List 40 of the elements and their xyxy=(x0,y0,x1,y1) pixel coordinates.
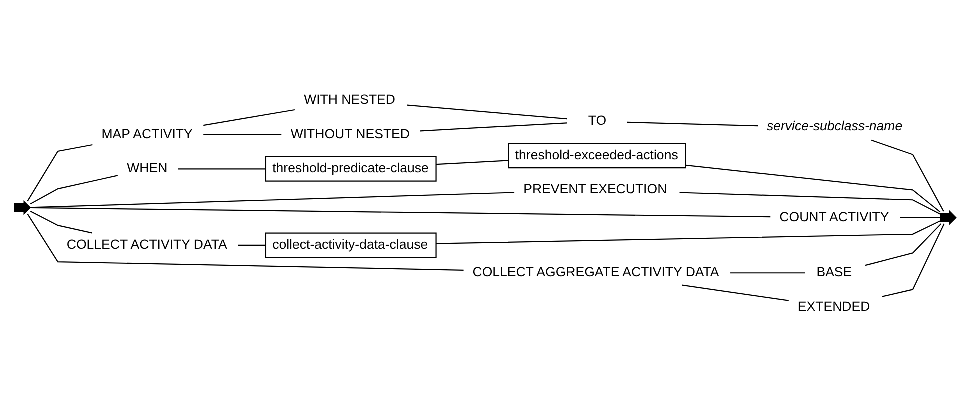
connector xyxy=(238,244,266,246)
node-arrow xyxy=(940,210,956,226)
connector xyxy=(900,217,940,218)
connector xyxy=(682,284,788,302)
connector xyxy=(871,140,944,212)
connector xyxy=(203,134,282,136)
connector xyxy=(30,175,118,205)
node-text: PREVENT EXECUTION xyxy=(523,182,667,197)
connector xyxy=(882,224,944,298)
connector xyxy=(864,224,942,266)
node-text: BASE xyxy=(816,264,852,280)
node-text: WHEN xyxy=(126,160,168,176)
connector xyxy=(420,122,567,132)
node-text: COLLECT ACTIVITY DATA xyxy=(66,236,227,252)
node-text: TO xyxy=(588,113,606,128)
connector xyxy=(626,122,758,127)
node-box: collect-activity-data-clause xyxy=(264,232,436,258)
node-text: COLLECT AGGREGATE ACTIVITY DATA xyxy=(472,264,719,280)
node-text: EXTENDED xyxy=(797,298,870,314)
connector xyxy=(203,109,295,126)
connector xyxy=(730,272,805,274)
node-text: WITHOUT NESTED xyxy=(290,126,410,142)
node-text: MAP ACTIVITY xyxy=(101,126,192,142)
node-text: service-subclass-name xyxy=(766,118,902,134)
connector xyxy=(406,104,567,120)
connector xyxy=(436,160,508,166)
connector xyxy=(679,192,940,215)
connector xyxy=(30,192,514,208)
node-text: WITH NESTED xyxy=(304,92,396,108)
node-box: threshold-predicate-clause xyxy=(264,156,436,182)
connector xyxy=(26,214,464,271)
connector xyxy=(436,220,940,244)
node-box: threshold-exceeded-actions xyxy=(508,143,686,169)
connector xyxy=(30,207,770,218)
node-text: COUNT ACTIVITY xyxy=(779,209,889,224)
connector xyxy=(685,164,940,213)
connector xyxy=(178,168,266,170)
connector xyxy=(30,210,92,234)
connector xyxy=(26,144,92,202)
node-arrow xyxy=(14,200,31,216)
